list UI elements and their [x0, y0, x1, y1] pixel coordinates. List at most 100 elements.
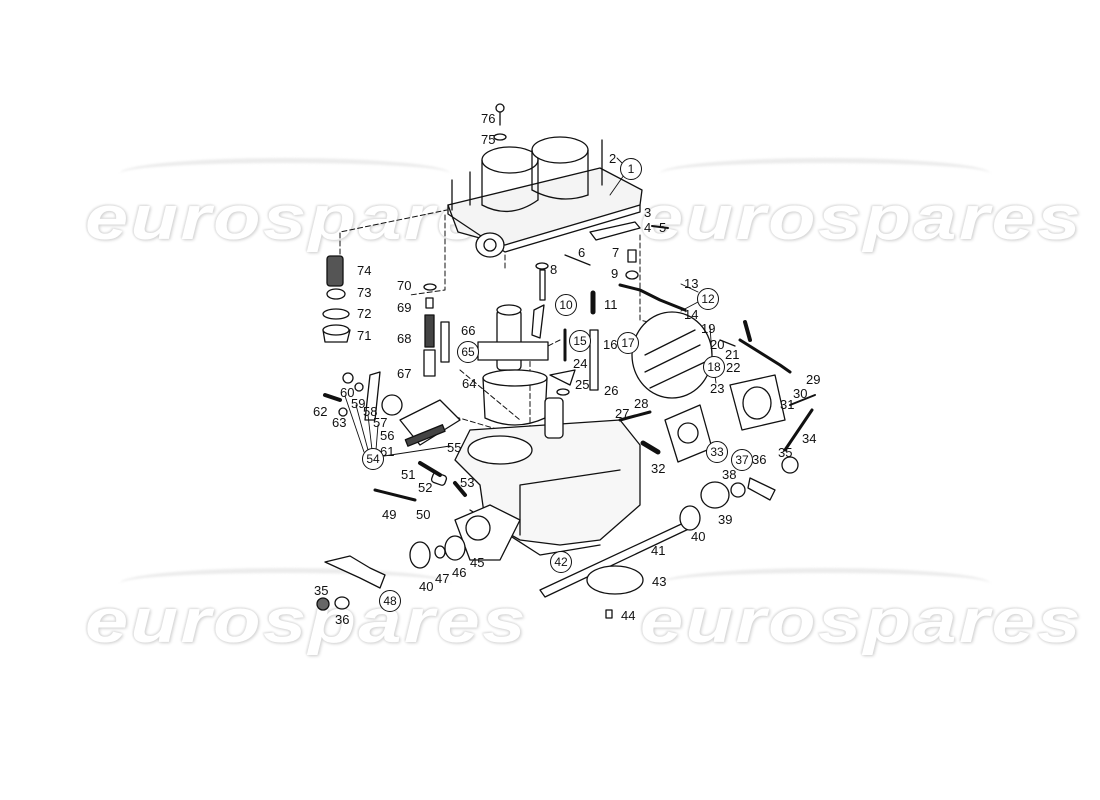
part-label-2[interactable]: 2 — [609, 151, 617, 166]
choke-housing — [631, 311, 713, 399]
part-label-1[interactable]: 1 — [620, 158, 642, 180]
part-label-74[interactable]: 74 — [357, 263, 372, 278]
part-label-72[interactable]: 72 — [357, 306, 372, 321]
part-label-64[interactable]: 64 — [462, 376, 477, 391]
part-label-38[interactable]: 38 — [722, 467, 737, 482]
part-label-56[interactable]: 56 — [380, 428, 395, 443]
part-label-10[interactable]: 10 — [555, 294, 577, 316]
part-label-37[interactable]: 37 — [731, 449, 753, 471]
part-label-12[interactable]: 12 — [697, 288, 719, 310]
part-label-65[interactable]: 65 — [457, 341, 479, 363]
part-label-36-lower[interactable]: 36 — [335, 612, 350, 627]
part-label-14[interactable]: 14 — [684, 307, 699, 322]
part-label-69[interactable]: 69 — [397, 300, 412, 315]
part-label-52[interactable]: 52 — [418, 480, 433, 495]
part-label-53[interactable]: 53 — [460, 475, 475, 490]
part-label-57[interactable]: 57 — [373, 415, 388, 430]
watermark-swoosh — [660, 568, 990, 599]
adjustment-screws — [373, 410, 661, 502]
part-label-60[interactable]: 60 — [340, 385, 355, 400]
part-label-50[interactable]: 50 — [416, 507, 431, 522]
part-label-29[interactable]: 29 — [806, 372, 821, 387]
part-label-23[interactable]: 23 — [710, 381, 725, 396]
part-label-48[interactable]: 48 — [379, 590, 401, 612]
part-label-5[interactable]: 5 — [659, 220, 667, 235]
part-label-22[interactable]: 22 — [726, 360, 741, 375]
carburetor-top-cover — [447, 103, 643, 258]
part-label-58[interactable]: 58 — [363, 404, 378, 419]
part-label-44[interactable]: 44 — [621, 608, 636, 623]
part-label-4[interactable]: 4 — [644, 220, 652, 235]
part-label-34[interactable]: 34 — [802, 431, 817, 446]
part-label-59[interactable]: 59 — [351, 396, 366, 411]
part-label-51[interactable]: 51 — [401, 467, 416, 482]
part-label-45[interactable]: 45 — [470, 555, 485, 570]
part-label-70[interactable]: 70 — [397, 278, 412, 293]
part-label-40[interactable]: 40 — [691, 529, 706, 544]
part-label-27[interactable]: 27 — [615, 406, 630, 421]
part-label-47[interactable]: 47 — [435, 571, 450, 586]
pump-cover — [729, 374, 786, 431]
part-label-43[interactable]: 43 — [652, 574, 667, 589]
carburetor-main-body — [454, 397, 641, 561]
fuel-filter-parts — [322, 255, 351, 343]
watermark-logo: eurospares — [640, 184, 1083, 253]
part-label-75[interactable]: 75 — [481, 132, 496, 147]
part-label-35-lower[interactable]: 35 — [314, 583, 329, 598]
part-label-18[interactable]: 18 — [703, 356, 725, 378]
diaphragm-cover — [664, 404, 713, 463]
part-label-8[interactable]: 8 — [550, 262, 558, 277]
part-label-46[interactable]: 46 — [452, 565, 467, 580]
part-label-7[interactable]: 7 — [612, 245, 620, 260]
part-label-73[interactable]: 73 — [357, 285, 372, 300]
part-label-39[interactable]: 39 — [718, 512, 733, 527]
part-label-11[interactable]: 11 — [604, 297, 618, 312]
throttle-linkage — [700, 394, 816, 509]
part-label-66[interactable]: 66 — [461, 323, 476, 338]
part-label-61[interactable]: 61 — [380, 444, 395, 459]
watermark-swoosh — [660, 158, 990, 189]
part-label-9[interactable]: 9 — [611, 266, 619, 281]
part-label-6[interactable]: 6 — [578, 245, 586, 260]
part-label-30[interactable]: 30 — [793, 386, 808, 401]
part-label-20[interactable]: 20 — [710, 337, 725, 352]
jet-assembly — [423, 283, 450, 377]
idle-adjust-plate — [364, 371, 461, 447]
part-label-28[interactable]: 28 — [634, 396, 649, 411]
part-label-32[interactable]: 32 — [651, 461, 666, 476]
callout-leader-lines — [344, 157, 717, 457]
accelerator-pump-parts — [323, 225, 792, 417]
part-label-62[interactable]: 62 — [313, 404, 328, 419]
part-label-33[interactable]: 33 — [706, 441, 728, 463]
part-label-25[interactable]: 25 — [575, 377, 590, 392]
part-label-36[interactable]: 36 — [752, 452, 767, 467]
part-label-76[interactable]: 76 — [481, 111, 496, 126]
part-label-40-lower[interactable]: 40 — [419, 579, 434, 594]
part-label-54[interactable]: 54 — [362, 448, 384, 470]
part-label-35[interactable]: 35 — [778, 445, 793, 460]
part-label-19[interactable]: 19 — [701, 321, 716, 336]
part-label-31[interactable]: 31 — [780, 397, 795, 412]
watermark-swoosh — [120, 568, 450, 599]
venturi-assembly — [477, 304, 549, 426]
part-label-41[interactable]: 41 — [651, 543, 666, 558]
part-label-71[interactable]: 71 — [357, 328, 372, 343]
watermark-logo: eurospares — [640, 587, 1083, 656]
part-label-13[interactable]: 13 — [684, 276, 699, 291]
part-label-24[interactable]: 24 — [573, 356, 588, 371]
part-label-55[interactable]: 55 — [447, 440, 462, 455]
part-label-16[interactable]: 16 — [603, 337, 618, 352]
lower-left-parts — [316, 535, 466, 611]
part-label-68[interactable]: 68 — [397, 331, 412, 346]
part-label-26[interactable]: 26 — [604, 383, 619, 398]
part-label-21[interactable]: 21 — [725, 347, 740, 362]
part-label-3[interactable]: 3 — [644, 205, 652, 220]
part-label-49[interactable]: 49 — [382, 507, 397, 522]
part-label-63[interactable]: 63 — [332, 415, 347, 430]
part-label-17[interactable]: 17 — [617, 332, 639, 354]
part-label-67[interactable]: 67 — [397, 366, 412, 381]
part-label-15[interactable]: 15 — [569, 330, 591, 352]
watermark-logo: eurospares — [85, 587, 528, 656]
part-label-42[interactable]: 42 — [550, 551, 572, 573]
